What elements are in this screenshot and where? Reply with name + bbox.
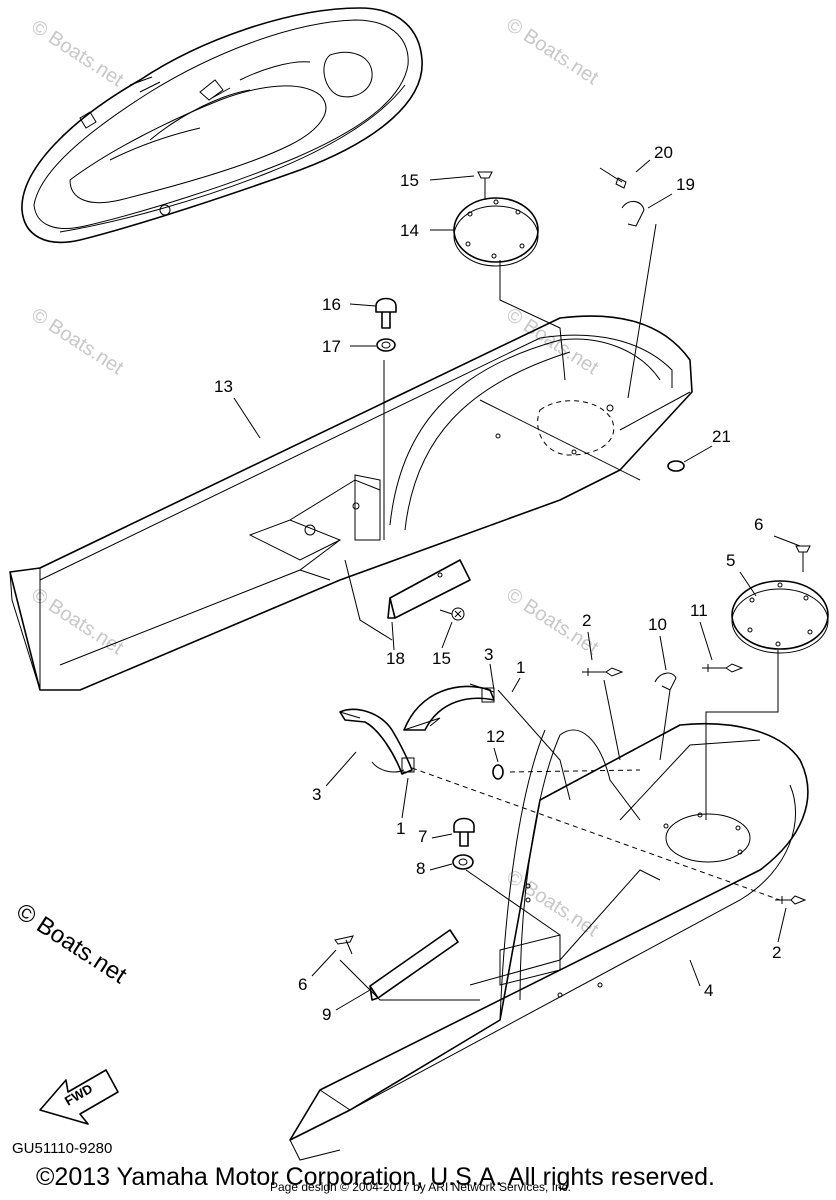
callout-label: 8	[416, 859, 425, 878]
callout-label: 18	[386, 649, 405, 668]
copyright-text: ©2013 Yamaha Motor Corporation, U.S.A. A…	[36, 1163, 715, 1191]
upper-storage-assembly	[9, 315, 693, 691]
cover-plate-5	[731, 545, 829, 654]
callout-label: 6	[754, 515, 763, 534]
watercraft-overview	[21, 7, 423, 244]
callout-label: 12	[486, 727, 505, 746]
watermark: © Boats.net	[27, 16, 127, 92]
leader-lines	[339, 223, 781, 1001]
callout-label: 5	[726, 551, 735, 570]
callout-labels: 1 1 2 2 3 3 4 5 6 6 7 8 9 10 11 12 13 14…	[214, 143, 781, 1024]
callout-label: 6	[298, 975, 307, 994]
callout-label: 7	[418, 827, 427, 846]
bolt-16-washer-17	[375, 297, 397, 352]
watermark: © Boats.net	[27, 584, 127, 660]
page-design-credit: Page design © 2004-2017 by ARI Network S…	[270, 1180, 572, 1194]
small-fasteners	[452, 663, 807, 905]
cover-plate-14	[453, 171, 539, 267]
callout-label: 11	[690, 601, 708, 620]
fwd-arrow-icon: FWD	[39, 1069, 119, 1125]
callout-label: 3	[484, 645, 493, 664]
callout-label: 10	[648, 615, 667, 634]
watermark: © Boats.net	[502, 304, 602, 380]
callout-label: 14	[400, 221, 419, 240]
callout-label: 16	[322, 295, 341, 314]
straps-3-buckles-1	[339, 683, 495, 775]
callout-label: 9	[322, 1005, 331, 1024]
callout-label: 21	[712, 427, 731, 446]
watermark: © Boats.net	[502, 14, 602, 90]
part-code: GU51110-9280	[12, 1140, 113, 1157]
callout-leaders	[233, 159, 801, 1011]
bracket-9	[334, 929, 459, 1001]
callout-label: 4	[704, 981, 713, 1000]
callout-label: 2	[582, 611, 591, 630]
callout-label: 3	[312, 785, 321, 804]
callout-label: 2	[772, 943, 781, 962]
callout-label: 17	[322, 337, 341, 356]
watermark: © Boats.net	[27, 304, 127, 380]
callout-label: 19	[676, 175, 695, 194]
callout-label: 15	[432, 649, 451, 668]
callout-label: 1	[516, 658, 525, 677]
callout-label: 13	[214, 377, 233, 396]
callout-label: 20	[654, 143, 673, 162]
rivet-20-clip-19	[599, 167, 645, 227]
washer-21	[667, 460, 685, 472]
callout-label: 15	[400, 171, 419, 190]
callout-label: 1	[396, 819, 405, 838]
bracket-18	[387, 559, 471, 621]
lower-storage-assembly	[289, 722, 809, 1161]
